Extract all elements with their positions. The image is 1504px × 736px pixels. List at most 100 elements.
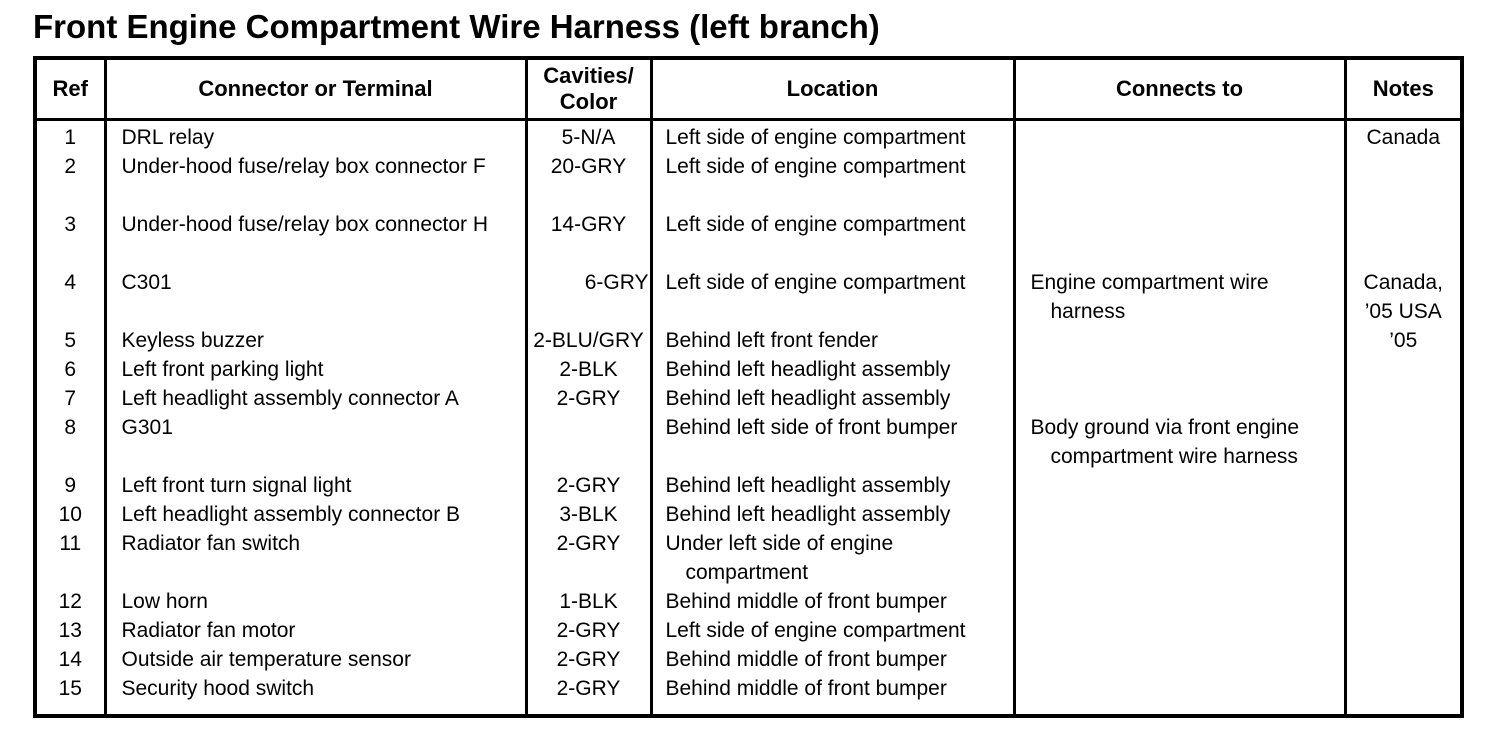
connector-value: Outside air temperature sensor — [121, 647, 411, 671]
cell-location: Left side of engine compartment — [649, 267, 1016, 326]
table-row: 4 C301 6-GRY Left side of engine compart… — [33, 267, 1464, 352]
cell-connects-to — [1012, 615, 1347, 645]
connector-value: Radiator fan motor — [121, 618, 296, 642]
table-header: Ref Connector or Terminal Cavities/ Colo… — [33, 56, 1464, 121]
cavities-value: 5-N/A — [561, 125, 616, 149]
cell-notes — [1343, 470, 1464, 500]
cell-notes — [1343, 354, 1464, 384]
cell-notes — [1343, 615, 1464, 645]
cell-cavities: 1-BLK — [524, 586, 653, 616]
table-row: 3 Under-hood fuse/relay box connector H … — [33, 209, 1464, 268]
ref-value: 11 — [59, 531, 82, 555]
cell-connector: Left front turn signal light — [103, 470, 528, 500]
cell-location: Left side of engine compartment — [649, 119, 1016, 152]
connector-value: Low horn — [121, 589, 208, 613]
cell-ref: 4 — [33, 267, 107, 326]
connector-value: Keyless buzzer — [121, 328, 264, 352]
location-value: Behind left headlight assembly — [665, 386, 951, 410]
cell-cavities: 20-GRY — [524, 151, 653, 210]
cell-ref: 1 — [33, 119, 107, 152]
table-row: 12 Low horn 1-BLK Behind middle of front… — [33, 586, 1464, 616]
cell-connects-to — [1012, 499, 1347, 529]
cell-connector: Security hood switch — [103, 673, 528, 716]
cell-cavities: 2-BLK — [524, 354, 653, 384]
connector-value: Under-hood fuse/relay box connector F — [121, 154, 486, 178]
location-value: Under left side of engine compartment — [665, 531, 894, 584]
table-row: 11 Radiator fan switch 2-GRY Under left … — [33, 528, 1464, 587]
location-value: Behind left front fender — [665, 328, 878, 352]
cell-location: Behind left headlight assembly — [649, 383, 1016, 413]
cell-notes — [1343, 673, 1464, 716]
location-value: Behind left headlight assembly — [665, 473, 951, 497]
notes-value: Canada — [1366, 125, 1441, 149]
cell-notes — [1343, 586, 1464, 616]
location-value: Behind middle of front bumper — [665, 589, 947, 613]
cell-cavities: 2-BLU/GRY — [524, 325, 653, 355]
cell-connects-to — [1012, 325, 1347, 355]
ref-value: 14 — [58, 647, 82, 671]
connector-value: Radiator fan switch — [121, 531, 301, 555]
header-location: Location — [649, 56, 1016, 121]
cell-connector: Under-hood fuse/relay box connector H — [103, 209, 528, 268]
cell-notes — [1343, 528, 1464, 587]
table-row: 5 Keyless buzzer 2-BLU/GRY Behind left f… — [33, 325, 1464, 355]
cavities-value: 2-BLK — [559, 357, 618, 381]
ref-value: 9 — [64, 473, 77, 497]
cell-ref: 8 — [33, 412, 107, 471]
ref-value: 7 — [64, 386, 77, 410]
location-value: Behind left side of front bumper — [665, 415, 958, 439]
location-value: Left side of engine compartment — [665, 618, 966, 642]
cell-connects-to — [1012, 528, 1347, 587]
cell-notes — [1343, 383, 1464, 413]
cell-notes — [1343, 209, 1464, 268]
cell-ref: 6 — [33, 354, 107, 384]
cell-connector: Radiator fan motor — [103, 615, 528, 645]
cell-ref: 13 — [33, 615, 107, 645]
cell-connects-to — [1012, 644, 1347, 674]
connector-value: DRL relay — [121, 125, 215, 149]
cell-notes — [1343, 644, 1464, 674]
cell-location: Behind left headlight assembly — [649, 354, 1016, 384]
cell-notes — [1343, 499, 1464, 529]
table-row: 10 Left headlight assembly connector B 3… — [33, 499, 1464, 529]
cavities-value: 2-GRY — [556, 618, 621, 642]
cell-connector: G301 — [103, 412, 528, 471]
header-cavities: Cavities/ Color — [524, 56, 653, 121]
connects-to-value: Engine compartment wire harness — [1030, 270, 1269, 323]
cell-location: Behind left front fender — [649, 325, 1016, 355]
cell-ref: 9 — [33, 470, 107, 500]
ref-value: 5 — [64, 328, 77, 352]
ref-value: 8 — [64, 415, 77, 439]
ref-value: 6 — [64, 357, 77, 381]
ref-value: 3 — [64, 212, 77, 236]
header-connector: Connector or Terminal — [103, 56, 528, 121]
cell-ref: 2 — [33, 151, 107, 210]
header-connects-to: Connects to — [1012, 56, 1347, 121]
ref-value: 13 — [58, 618, 82, 642]
cell-connector: Under-hood fuse/relay box connector F — [103, 151, 528, 210]
cell-notes — [1343, 412, 1464, 471]
cell-connector: Radiator fan switch — [103, 528, 528, 587]
cell-connects-to — [1012, 119, 1347, 152]
cell-location: Left side of engine compartment — [649, 209, 1016, 268]
connector-value: Security hood switch — [121, 676, 315, 700]
header-ref: Ref — [33, 56, 107, 121]
ref-value: 4 — [64, 270, 77, 294]
cell-connects-to — [1012, 470, 1347, 500]
cell-connects-to: Engine compartment wire harness — [1012, 267, 1347, 326]
cell-ref: 14 — [33, 644, 107, 674]
cell-cavities: 2-GRY — [524, 383, 653, 413]
cavities-value: 2-GRY — [556, 531, 621, 555]
table-row: 15 Security hood switch 2-GRY Behind mid… — [33, 673, 1464, 716]
ref-value: 10 — [58, 502, 82, 526]
cell-connects-to — [1012, 209, 1347, 268]
cell-connector: C301 — [103, 267, 528, 326]
table-row: 14 Outside air temperature sensor 2-GRY … — [33, 644, 1464, 674]
header-notes: Notes — [1343, 56, 1464, 121]
cell-cavities: 2-GRY — [524, 528, 653, 587]
connector-value: Left front turn signal light — [121, 473, 352, 497]
location-value: Left side of engine compartment — [665, 154, 966, 178]
table-row: 2 Under-hood fuse/relay box connector F … — [33, 151, 1464, 210]
connector-value: G301 — [121, 415, 173, 439]
